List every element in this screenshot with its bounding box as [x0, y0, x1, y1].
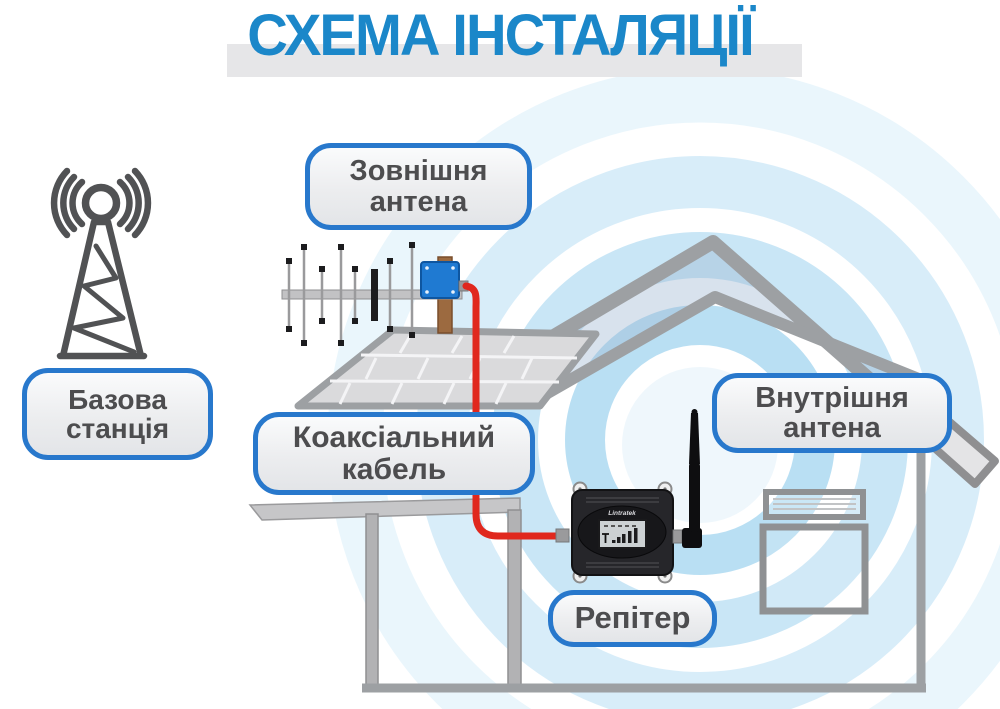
base-station-tower-icon	[50, 167, 152, 360]
label-line: станція	[65, 413, 170, 444]
label-line: Зовнішня	[349, 155, 488, 188]
lcd-signal-bars	[602, 528, 638, 543]
yagi-elements	[286, 242, 415, 346]
repeater-label: Репітер	[548, 590, 717, 647]
tower-frame	[56, 218, 148, 360]
repeater-cable-connector	[555, 528, 570, 543]
label-line: Коаксіальний	[292, 421, 496, 455]
porch-post-left	[365, 513, 379, 689]
outdoor-antenna-label: Зовнішня антена	[305, 143, 532, 230]
antenna-mount-box	[420, 261, 460, 299]
porch	[248, 326, 600, 689]
vent-grooves	[586, 497, 659, 568]
label-line: антена	[369, 185, 468, 218]
yagi-driven-element	[371, 269, 378, 321]
label-line: Внутрішня	[755, 381, 909, 414]
window-main	[759, 523, 869, 615]
indoor-whip-antenna-icon	[682, 409, 702, 548]
outdoor-yagi-antenna-icon	[281, 242, 469, 346]
repeater-device-icon: Lintratek	[571, 409, 702, 584]
antenna-port	[672, 529, 683, 544]
window	[759, 489, 869, 615]
label-line: антена	[783, 412, 881, 444]
label-line: Репітер	[574, 600, 691, 636]
tile-grout-lines	[329, 335, 578, 405]
lcd-text-row	[604, 525, 636, 527]
label-line: кабель	[341, 452, 447, 486]
radio-wave-arcs	[50, 167, 152, 239]
base-station-label: Базова станція	[22, 368, 213, 460]
title-band	[227, 44, 802, 77]
house-walls	[362, 420, 926, 693]
tower-bracing	[71, 243, 137, 355]
coaxial-cable-line	[462, 282, 570, 543]
indoor-antenna-label: Внутрішня антена	[712, 373, 952, 453]
coaxial-cable-label: Коаксіальний кабель	[253, 412, 535, 495]
roof-inner-beam	[524, 291, 927, 409]
label-line: Базова	[68, 383, 167, 415]
brand-label: Lintratek	[608, 510, 636, 517]
page-title: СХЕМА ІНСТАЛЯЦІЇ	[247, 3, 754, 68]
